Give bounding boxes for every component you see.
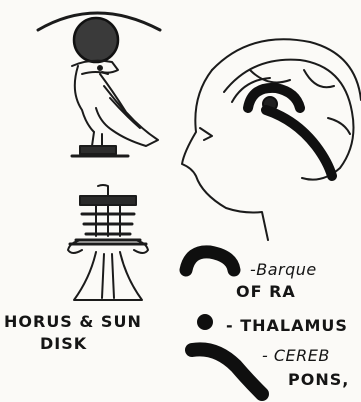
caption-line1: HORUS & SUN [4, 314, 142, 330]
legend-thalamus: - THALAMUS [226, 318, 348, 334]
tail-icon [192, 349, 262, 394]
legend-barque-line1: -Barque [250, 262, 317, 278]
head-profile-icon [182, 39, 361, 240]
barque-icon [186, 252, 234, 270]
legend-pons-line1: - CEREB [262, 348, 330, 364]
legend-pons-line2: PONS, [288, 372, 349, 388]
sun-disk-icon [74, 18, 118, 62]
caption-line2: DISK [40, 336, 87, 352]
brain-structures-icon [248, 88, 332, 176]
dot-icon [198, 315, 212, 329]
legend-barque-line2: OF RA [236, 284, 296, 300]
djed-pillar-icon [68, 185, 148, 300]
horus-falcon-icon [38, 13, 160, 156]
